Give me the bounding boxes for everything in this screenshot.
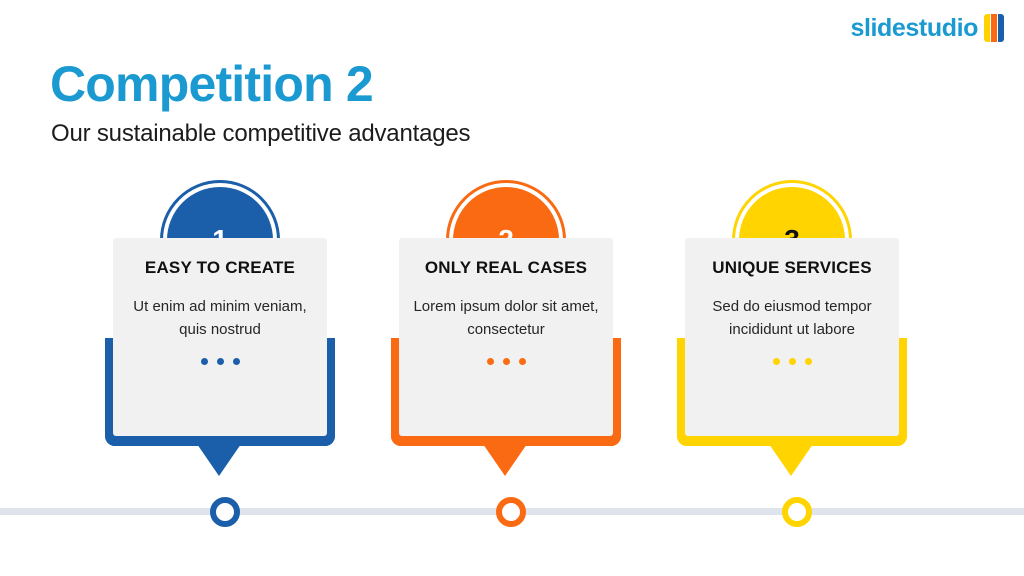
page-title: Competition 2	[50, 56, 374, 112]
dot	[232, 357, 240, 365]
card-1-body: Ut enim ad minim veniam, quis nostrud	[133, 298, 307, 338]
card-1-panel: EASY TO CREATE Ut enim ad minim veniam, …	[113, 238, 327, 436]
card-3[interactable]: 3 UNIQUE SERVICES Sed do eiusmod tempor …	[677, 180, 917, 480]
card-2-panel: ONLY REAL CASES Lorem ipsum dolor sit am…	[399, 238, 613, 436]
timeline-node-2[interactable]	[496, 497, 526, 527]
dot	[518, 357, 526, 365]
card-2-dots-icon	[413, 357, 599, 365]
dot	[200, 357, 208, 365]
logo-wordmark: slidestudio	[850, 13, 978, 42]
card-3-title: UNIQUE SERVICES	[712, 258, 872, 277]
card-2[interactable]: 2 ONLY REAL CASES Lorem ipsum dolor sit …	[391, 180, 631, 480]
card-2-title: ONLY REAL CASES	[424, 258, 588, 277]
card-3-pointer-icon	[769, 444, 813, 476]
dot	[486, 357, 494, 365]
logo-bar-yellow	[984, 14, 990, 42]
dot	[772, 357, 780, 365]
dot	[788, 357, 796, 365]
card-3-panel: UNIQUE SERVICES Sed do eiusmod tempor in…	[685, 238, 899, 436]
timeline-node-3[interactable]	[782, 497, 812, 527]
card-1-title: EASY TO CREATE	[144, 258, 296, 277]
brand-logo: slidestudio	[850, 14, 1004, 42]
card-1-dots-icon	[127, 357, 313, 365]
logo-bar-blue	[998, 14, 1004, 42]
page-subtitle: Our sustainable competitive advantages	[51, 120, 471, 147]
card-3-body: Sed do eiusmod tempor incididunt ut labo…	[712, 298, 872, 338]
card-2-pointer-icon	[483, 444, 527, 476]
card-2-body: Lorem ipsum dolor sit amet, consectetur	[413, 298, 599, 338]
dot	[502, 357, 510, 365]
card-1-pointer-icon	[197, 444, 241, 476]
card-1[interactable]: 1 EASY TO CREATE Ut enim ad minim veniam…	[105, 180, 345, 480]
dot	[804, 357, 812, 365]
dot	[216, 357, 224, 365]
logo-bar-orange	[991, 14, 997, 42]
logo-mark-icon	[984, 14, 1004, 42]
card-3-dots-icon	[699, 357, 885, 365]
timeline-node-1[interactable]	[210, 497, 240, 527]
